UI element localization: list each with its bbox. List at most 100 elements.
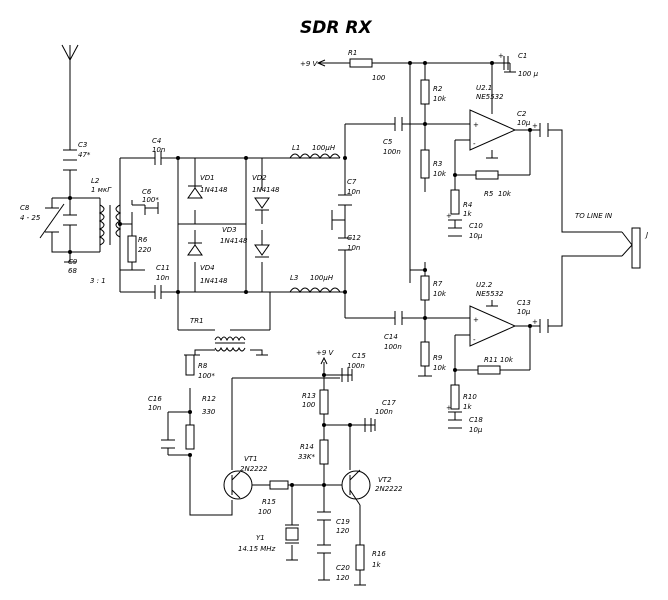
label-c8-ref: C8 [20, 204, 30, 212]
svg-text:+: + [532, 318, 538, 326]
resistor-r14 [319, 439, 329, 465]
label-r5-value: 10k [498, 190, 512, 198]
label-vt1-value: 2N2222 [240, 465, 268, 473]
label-c10-ref: C10 [469, 222, 483, 230]
label-vd4-value: 1N4148 [200, 277, 228, 285]
svg-text:+: + [473, 316, 479, 324]
label-c4-value: 10n [152, 146, 165, 154]
resistor-r12 [185, 424, 195, 450]
label-r15-ref: R15 [262, 498, 276, 506]
diode-vd3 [254, 244, 270, 256]
label-r5-ref: R5 [484, 190, 494, 198]
transformer-tr1 [214, 336, 246, 342]
label-c6-value: 100* [142, 196, 159, 204]
output-jack-icon [621, 227, 641, 269]
label-r6-ref: R6 [138, 236, 148, 244]
supply-label-top: +9 V [300, 60, 319, 68]
label-l1-value: 100µH [312, 144, 336, 152]
label-r8-value: 100* [198, 372, 215, 380]
resistor-r13 [319, 389, 329, 415]
inductors [98, 153, 341, 352]
label-c14-value: 100n [384, 343, 402, 351]
label-y1-ref: Y1 [256, 534, 265, 542]
label-r14-value: 33K* [298, 453, 315, 461]
label-c3-value: 47* [78, 151, 91, 159]
label-tr1-ref: TR1 [190, 317, 204, 325]
label-u21-value: NE5532 [476, 93, 504, 101]
supply-arrow-icon [316, 59, 328, 365]
label-r13-value: 100 [302, 401, 316, 409]
labels: R1 100 C1 100 µ R2 10k U2.1 NE5532 C2 10… [20, 49, 648, 582]
resistor-r8 [185, 354, 195, 376]
label-l1-ref: L1 [292, 144, 300, 152]
label-r1-value: 100 [372, 74, 386, 82]
label-r4-ref: R4 [463, 201, 472, 209]
svg-text:+: + [473, 121, 479, 129]
label-c10-value: 10µ [469, 232, 483, 240]
inductor-l2-secondary [115, 204, 122, 238]
label-c13-value: 10µ [517, 308, 531, 316]
svg-text:-: - [473, 336, 476, 344]
inductor-l1 [289, 153, 341, 159]
label-c6-ref: C6 [142, 188, 152, 196]
label-c14-ref: C14 [384, 333, 398, 341]
label-c9-value: 68 [68, 267, 77, 275]
label-r11-value: 10k [500, 356, 514, 364]
diode-vd4 [187, 244, 203, 256]
label-c5-value: 100n [383, 148, 401, 156]
svg-text:+: + [446, 212, 452, 220]
label-ratio: 3 : 1 [90, 277, 106, 285]
capacitors [39, 56, 549, 554]
label-c16-value: 10n [148, 404, 161, 412]
resistor-r6 [127, 235, 137, 263]
label-c7-value: 10n [347, 188, 360, 196]
label-jack: J [644, 231, 648, 239]
transistor-vt2 [341, 470, 371, 500]
label-vd2-value: 1N4148 [252, 186, 280, 194]
resistor-r4 [450, 189, 460, 215]
label-c15-ref: C15 [352, 352, 366, 360]
transistor-vt1 [223, 470, 253, 500]
svg-text:+: + [532, 122, 538, 130]
label-c17-value: 100n [375, 408, 393, 416]
label-c15-value: 100n [347, 362, 365, 370]
resistor-r15 [269, 480, 289, 490]
label-l2-value: 1 мкГ [91, 186, 112, 194]
label-r7-ref: R7 [433, 280, 443, 288]
label-vd4-ref: VD4 [200, 264, 215, 272]
crystal-y1 [285, 524, 299, 544]
diode-vd1 [187, 187, 203, 199]
label-c18-ref: C18 [469, 416, 483, 424]
svg-text:-: - [473, 140, 476, 148]
label-u21-ref: U2.1 [476, 84, 492, 92]
label-c13-ref: C13 [517, 299, 531, 307]
label-c20-ref: C20 [336, 564, 350, 572]
label-vd3-value: 1N4148 [220, 237, 248, 245]
resistor-r5 [475, 170, 499, 180]
resistor-r2 [420, 79, 430, 105]
resistor-r10 [450, 384, 460, 410]
label-r3-value: 10k [433, 170, 447, 178]
antenna-icon [61, 44, 79, 61]
label-vt2-ref: VT2 [378, 476, 392, 484]
label-c11-value: 10n [156, 274, 169, 282]
svg-text:+: + [446, 404, 452, 412]
label-r12-value: 330 [202, 408, 216, 416]
label-r10-value: 1k [463, 403, 472, 411]
label-c18-value: 10µ [469, 426, 483, 434]
label-r6-value: 220 [138, 246, 152, 254]
label-c17-ref: C17 [382, 399, 396, 407]
label-c5-ref: C5 [383, 138, 393, 146]
label-c2-value: 10µ [517, 119, 531, 127]
label-r2-ref: R2 [433, 85, 443, 93]
label-c1-ref: C1 [518, 52, 527, 60]
label-r4-value: 1k [463, 210, 472, 218]
label-c19-value: 120 [336, 527, 350, 535]
label-y1-value: 14.15 MHz [238, 545, 276, 553]
label-vd1-value: 1N4148 [200, 186, 228, 194]
label-r9-ref: R9 [433, 354, 443, 362]
label-u22-value: NE5532 [476, 290, 504, 298]
label-c16-ref: C16 [148, 395, 162, 403]
label-r14-ref: R14 [300, 443, 314, 451]
